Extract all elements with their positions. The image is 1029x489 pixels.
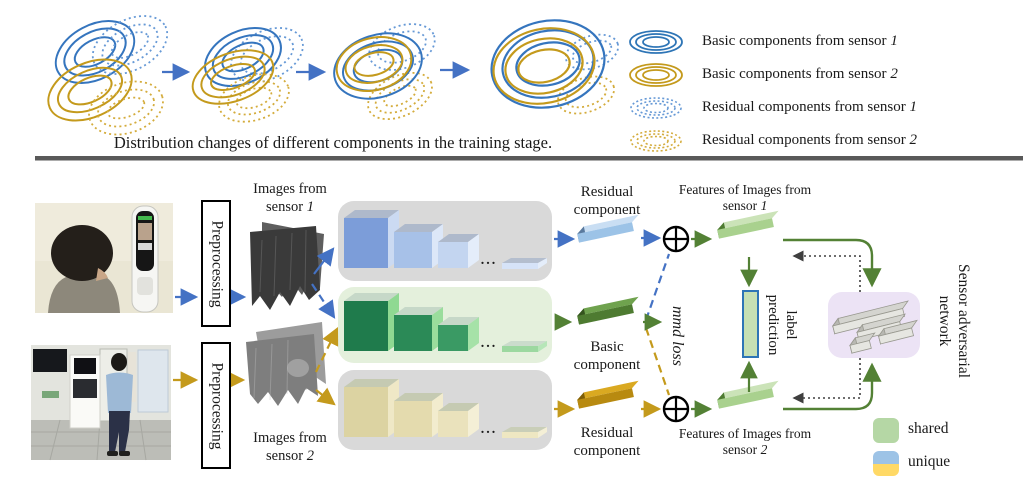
basic-sensor1-contour-icon [629,29,683,54]
photo-sensor2 [31,345,171,461]
stage-transition-arrows [162,61,471,81]
image-stack-sensor2 [246,322,326,406]
ellipsis-sensor1: ... [480,253,498,268]
legend-item-basic-sensor1: Basic components from sensor 1 [628,25,917,58]
cnn-block-sensor2 [338,370,552,450]
unique-swatch-gold [873,463,899,476]
flow-arrows-gold [173,327,671,418]
distribution-stage-3 [333,23,436,121]
unique-swatch-blue [873,451,899,464]
adversarial-network-box [828,292,920,358]
shared-label: shared [908,420,949,437]
basic-bar [577,296,639,325]
features-bar-sensor1 [717,210,779,239]
unique-swatch [873,451,899,476]
images-sensor2-label: Images from sensor 2 [253,430,327,464]
residual-bar-sensor1 [577,214,639,243]
contour-legend: Basic components from sensor 1 Basic com… [628,25,917,157]
legend-item-residual-sensor2: Residual components from sensor 2 [628,124,917,157]
preprocessing-box-sensor1: Preprocessing [201,200,231,327]
image-stack-sensor1 [250,222,324,310]
residual-sensor2-contour-icon [630,129,682,152]
legend-item-basic-sensor2: Basic components from sensor 2 [628,58,917,91]
basic-sensor2-contour-icon [629,62,683,87]
legend-item-residual-sensor1: Residual components from sensor 1 [628,91,917,124]
residual-sensor1-contour-icon [630,96,682,119]
legend-label: Basic components from sensor 2 [702,66,898,82]
feedback-arrows-dotted [792,250,861,404]
photo-sensor1 [35,203,173,313]
cnn-block-shared [338,287,552,363]
legend-label: Basic components from sensor 1 [702,33,898,49]
legend-label: Residual components from sensor 2 [702,132,917,148]
mmd-loss-label: mmd loss [669,305,686,366]
flow-arrows-blue [175,229,671,321]
ellipsis-shared: ... [480,336,498,351]
distribution-stage-4 [490,19,620,115]
person-figure [106,353,133,456]
distribution-stage-2 [191,26,304,123]
oplus-icon-sensor1 [662,225,690,253]
images-sensor1-label: Images from sensor 1 [253,181,327,215]
ellipsis-sensor2: ... [480,422,498,437]
features-sensor1-label: Features of Images from sensor 1 [678,182,812,214]
oplus-icon-sensor2 [662,395,690,423]
flow-arrows-green [554,230,882,418]
distribution-stage-1 [47,15,169,136]
figure-caption: Distribution changes of different compon… [113,133,553,152]
label-prediction-bar [742,290,759,358]
section-divider [35,156,1023,161]
cnn-block-sensor1 [338,201,552,281]
adversarial-network-bars [831,300,918,355]
residual-bar-sensor2 [577,380,639,409]
shared-swatch [873,418,899,443]
legend-label: Residual components from sensor 1 [702,99,917,115]
features-sensor2-label: Features of Images from sensor 2 [678,426,812,458]
preprocessing-box-sensor2: Preprocessing [201,342,231,469]
unique-label: unique [908,453,951,470]
